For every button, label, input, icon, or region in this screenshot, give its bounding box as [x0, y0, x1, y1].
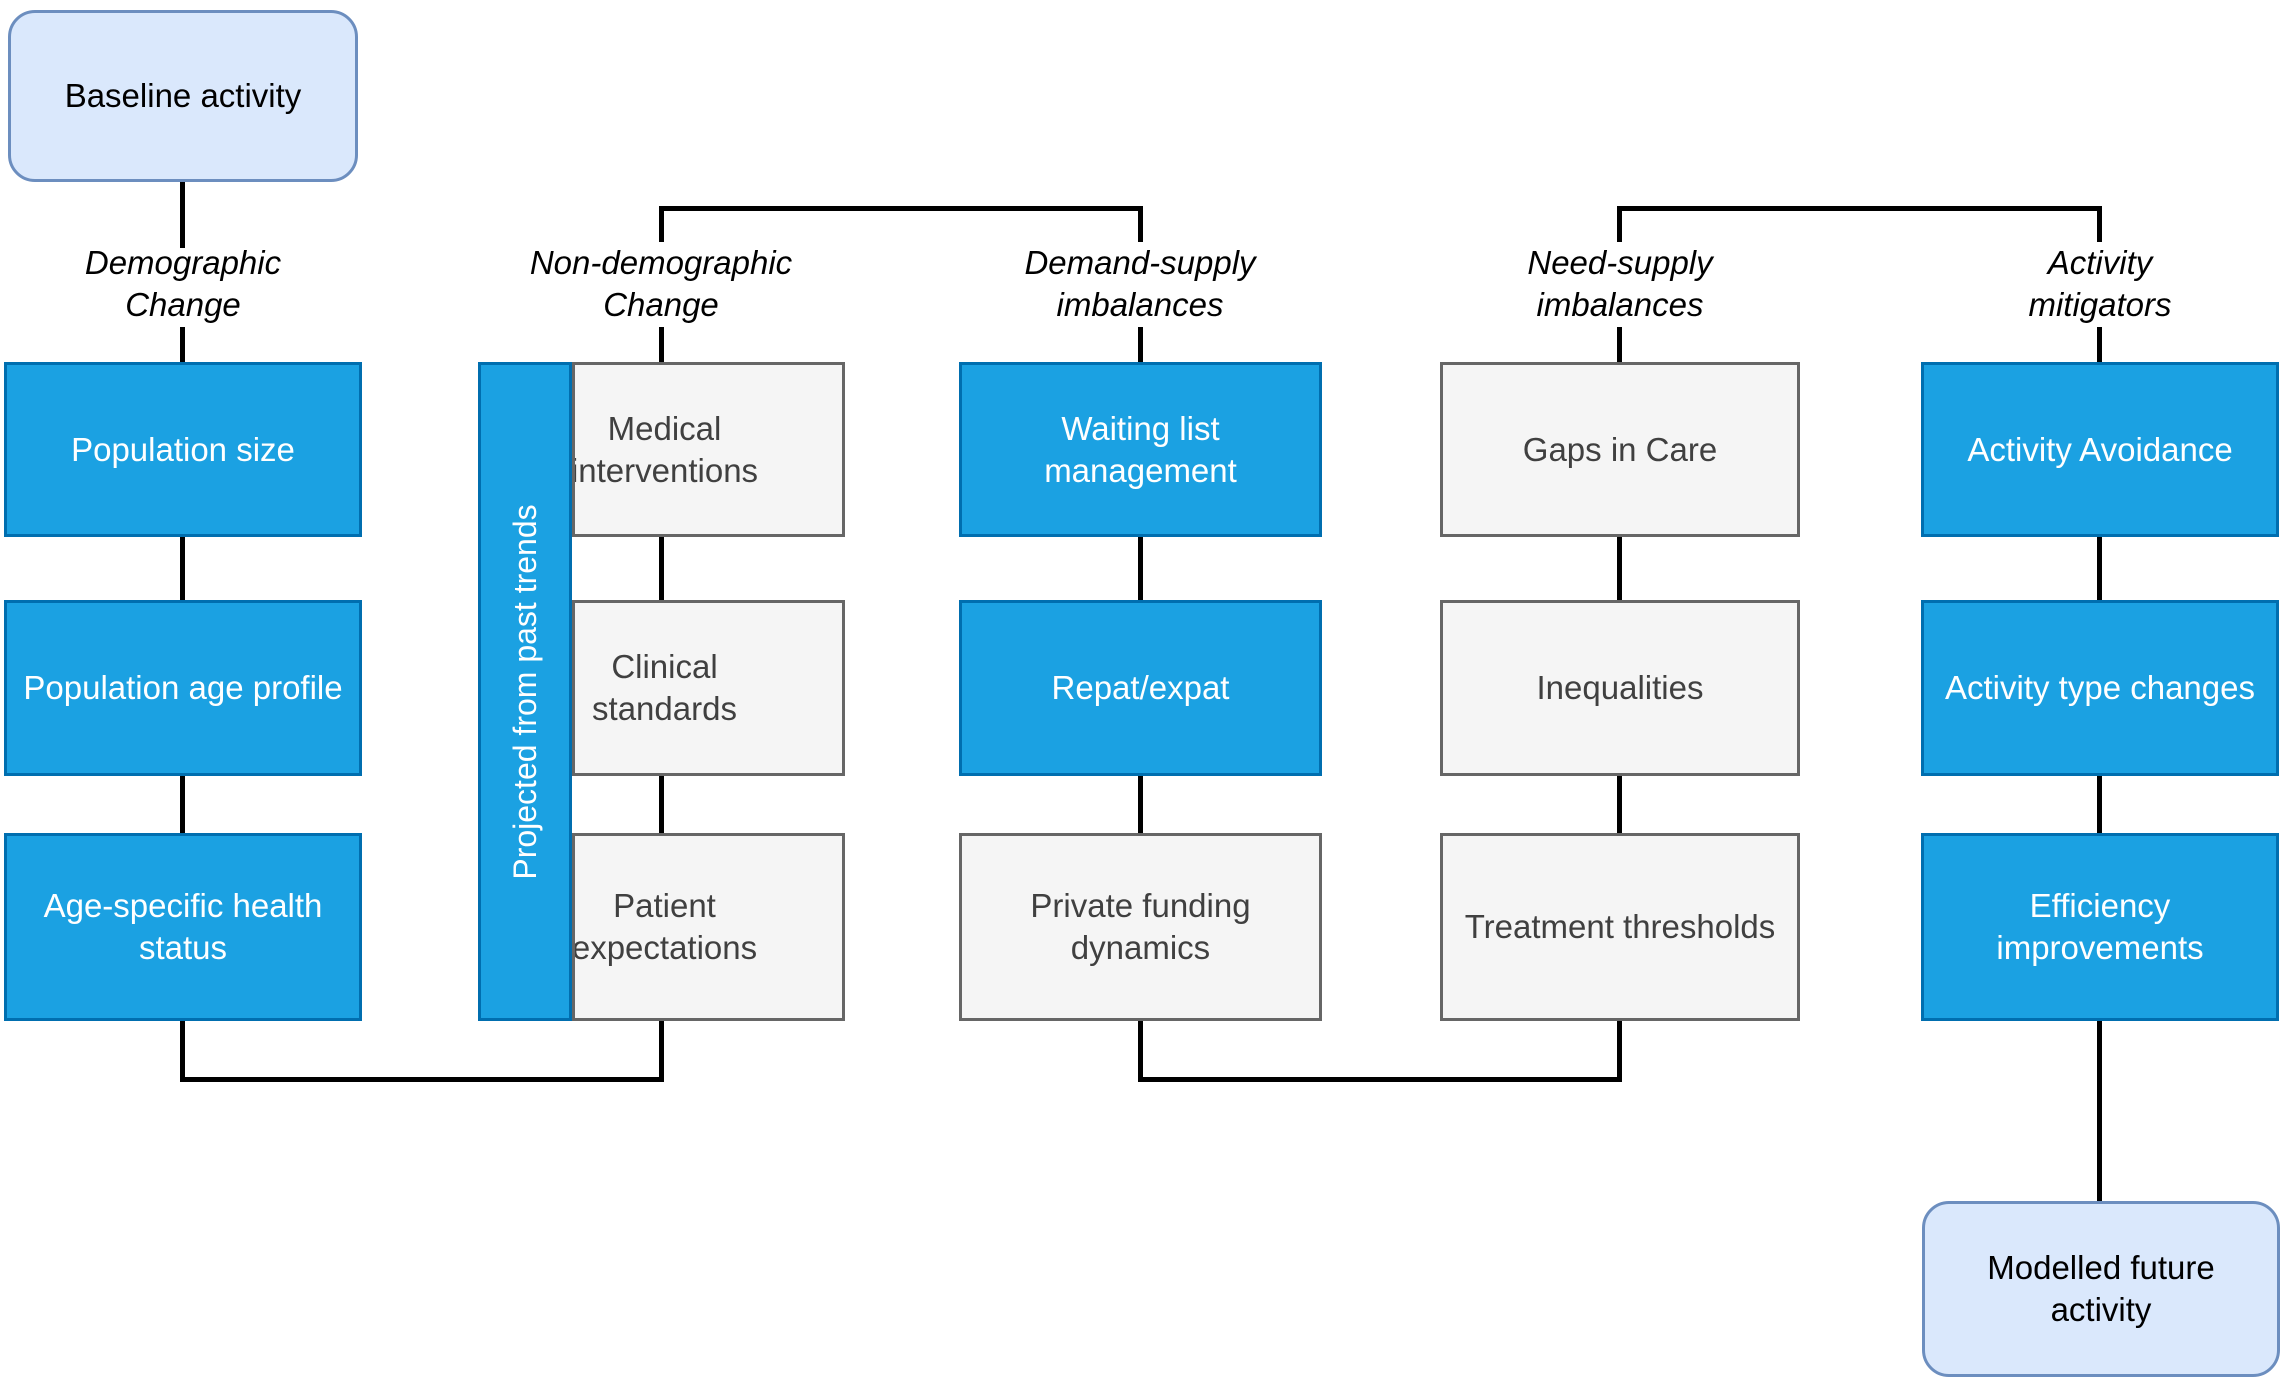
node-waiting-list-management: Waiting list management	[959, 362, 1322, 537]
projected-bar-label: Projected from past trends	[506, 503, 543, 880]
node-label: Treatment thresholds	[1464, 908, 1776, 945]
connector-line	[2097, 1019, 2102, 1201]
connector-line	[2097, 327, 2102, 362]
connector-line	[1617, 774, 1622, 833]
node-patient-expectations: Patient expectations	[572, 833, 845, 1021]
node-clinical-standards: Clinical standards	[572, 600, 845, 776]
connector-line	[1138, 774, 1143, 833]
node-label: Private funding dynamics	[1030, 887, 1251, 966]
connector-line	[1617, 206, 1622, 242]
node-repat-expat: Repat/expat	[959, 600, 1322, 776]
connector-line	[1138, 535, 1143, 600]
node-label: Repat/expat	[1051, 669, 1230, 706]
node-private-funding-dynamics: Private funding dynamics	[959, 833, 1322, 1021]
projected-from-past-trends-bar: Projected from past trends	[478, 362, 572, 1021]
column-header-demographic-change: Demographic Change	[84, 244, 282, 323]
node-inequalities: Inequalities	[1440, 600, 1800, 776]
connector-line	[1138, 327, 1143, 362]
connector-line	[1617, 327, 1622, 362]
connector-line	[659, 206, 1143, 211]
node-label: Population age profile	[23, 669, 343, 706]
connector-line	[2097, 774, 2102, 833]
node-efficiency-improvements: Efficiency improvements	[1921, 833, 2279, 1021]
node-treatment-thresholds: Treatment thresholds	[1440, 833, 1800, 1021]
connector-line	[1138, 1019, 1143, 1082]
connector-line	[659, 206, 664, 242]
node-activity-avoidance: Activity Avoidance	[1921, 362, 2279, 537]
connector-line	[180, 1077, 664, 1082]
column-header-non-demographic-change: Non-demographic Change	[529, 244, 793, 323]
node-label: Inequalities	[1536, 669, 1704, 706]
node-label: Waiting list management	[1044, 409, 1237, 489]
node-population-age-profile: Population age profile	[4, 600, 362, 776]
node-label: Clinical standards	[592, 648, 737, 727]
node-gaps-in-care: Gaps in Care	[1440, 362, 1800, 537]
connector-line	[659, 535, 664, 600]
connector-line	[2097, 206, 2102, 242]
node-label: Baseline activity	[64, 77, 302, 114]
connector-line	[1617, 535, 1622, 600]
node-label: Activity type changes	[1945, 669, 2255, 706]
connector-line	[1617, 1019, 1622, 1082]
node-label: Patient expectations	[572, 887, 758, 966]
node-label: Age-specific health status	[43, 887, 323, 966]
connector-line	[180, 774, 185, 833]
node-modelled-future-activity: Modelled future activity	[1922, 1201, 2280, 1377]
connector-line	[1138, 1077, 1622, 1082]
node-label: Population size	[71, 430, 295, 468]
connector-line	[1617, 206, 2102, 211]
connector-line	[180, 180, 185, 248]
node-label: Modelled future activity	[1987, 1249, 2215, 1328]
node-age-specific-health-status: Age-specific health status	[4, 833, 362, 1021]
node-population-size: Population size	[4, 362, 362, 537]
connector-line	[2097, 535, 2102, 600]
connector-line	[180, 535, 185, 600]
node-label: Medical interventions	[572, 409, 759, 489]
column-header-demand-supply-imbalances: Demand-supply imbalances	[1024, 244, 1256, 323]
connector-line	[659, 774, 664, 833]
connector-line	[659, 1019, 664, 1082]
node-label: Gaps in Care	[1522, 430, 1718, 468]
column-header-activity-mitigators: Activity mitigators	[2028, 244, 2172, 323]
node-activity-type-changes: Activity type changes	[1921, 600, 2279, 776]
connector-line	[180, 327, 185, 362]
connector-line	[659, 327, 664, 362]
column-header-need-supply-imbalances: Need-supply imbalances	[1527, 244, 1713, 323]
connector-line	[1138, 206, 1143, 242]
node-label: Activity Avoidance	[1967, 430, 2233, 468]
node-label: Efficiency improvements	[1996, 887, 2204, 966]
node-medical-interventions: Medical interventions	[572, 362, 845, 537]
connector-line	[180, 1019, 185, 1082]
node-baseline-activity: Baseline activity	[8, 10, 358, 182]
